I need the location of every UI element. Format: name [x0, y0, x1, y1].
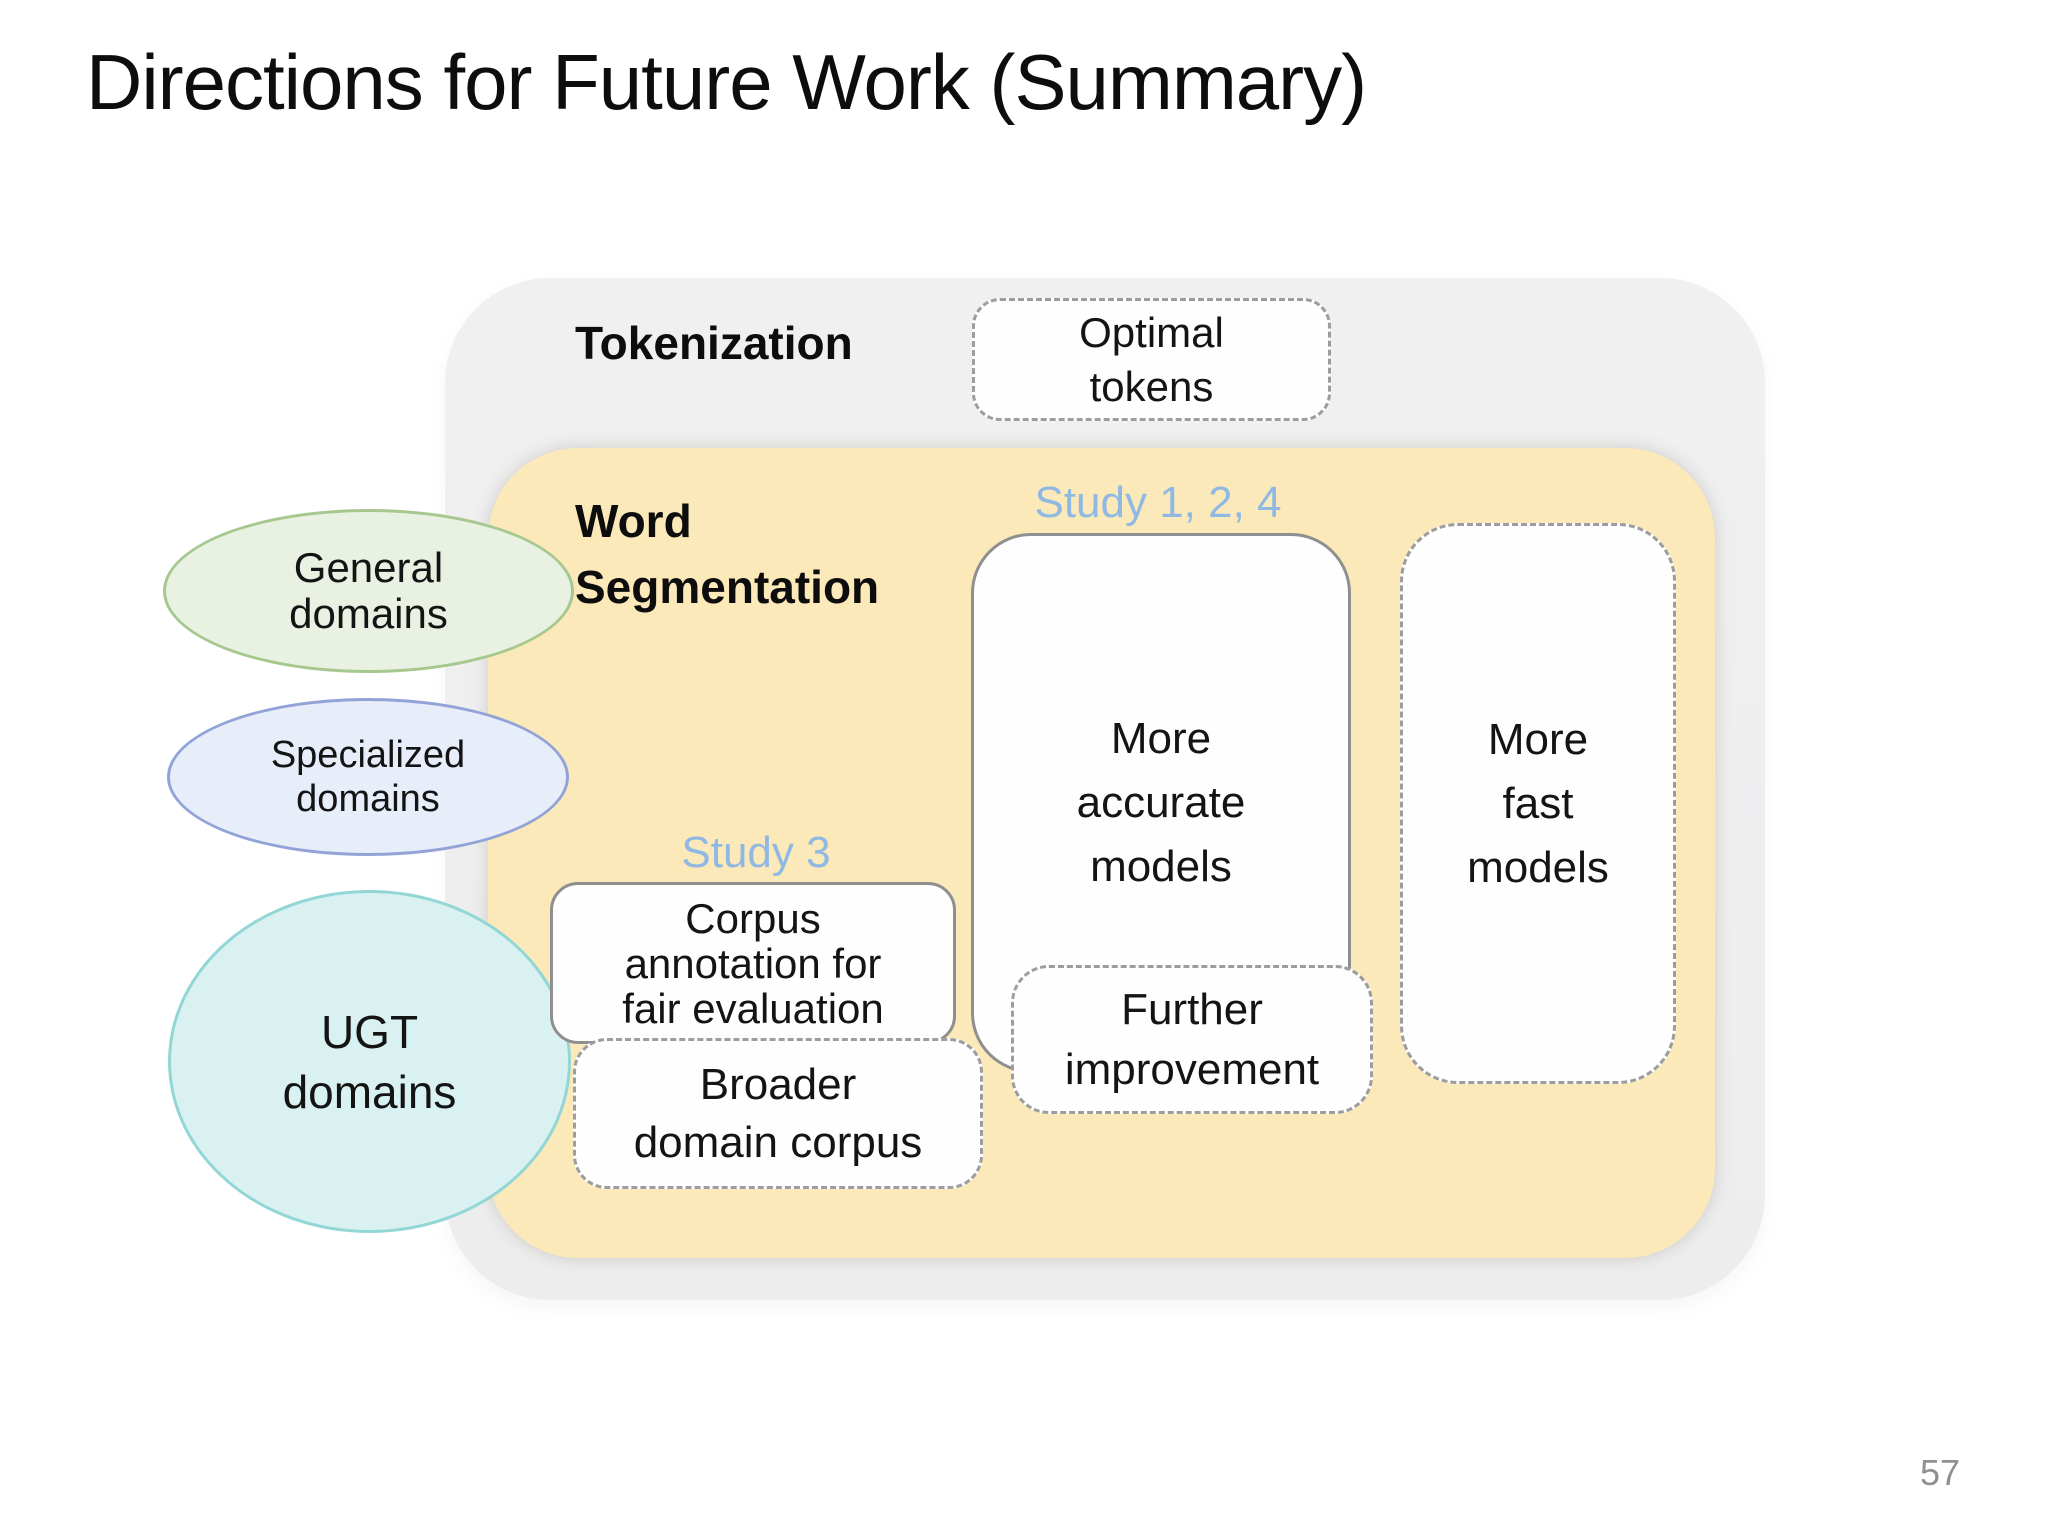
tokenization-label: Tokenization [575, 317, 853, 369]
page-title: Directions for Future Work (Summary) [86, 38, 1367, 126]
study-3-label: Study 3 [681, 828, 831, 877]
specialized-domains-ellipse: Specialized domains [167, 698, 569, 856]
more-fast-models-box: More fast models [1400, 523, 1676, 1084]
study-1-2-4-label: Study 1, 2, 4 [1034, 478, 1282, 527]
further-improvement-box: Further improvement [1011, 965, 1373, 1114]
ugt-domains-ellipse: UGT domains [168, 890, 571, 1233]
page-number: 57 [1919, 1452, 1961, 1493]
word-segmentation-label: Word Segmentation [575, 495, 880, 613]
corpus-annotation-box: Corpus annotation for fair evaluation [550, 882, 956, 1044]
optimal-tokens-box: Optimal tokens [972, 298, 1331, 421]
general-domains-ellipse: General domains [163, 509, 574, 673]
broader-domain-corpus-box: Broader domain corpus [573, 1038, 983, 1189]
